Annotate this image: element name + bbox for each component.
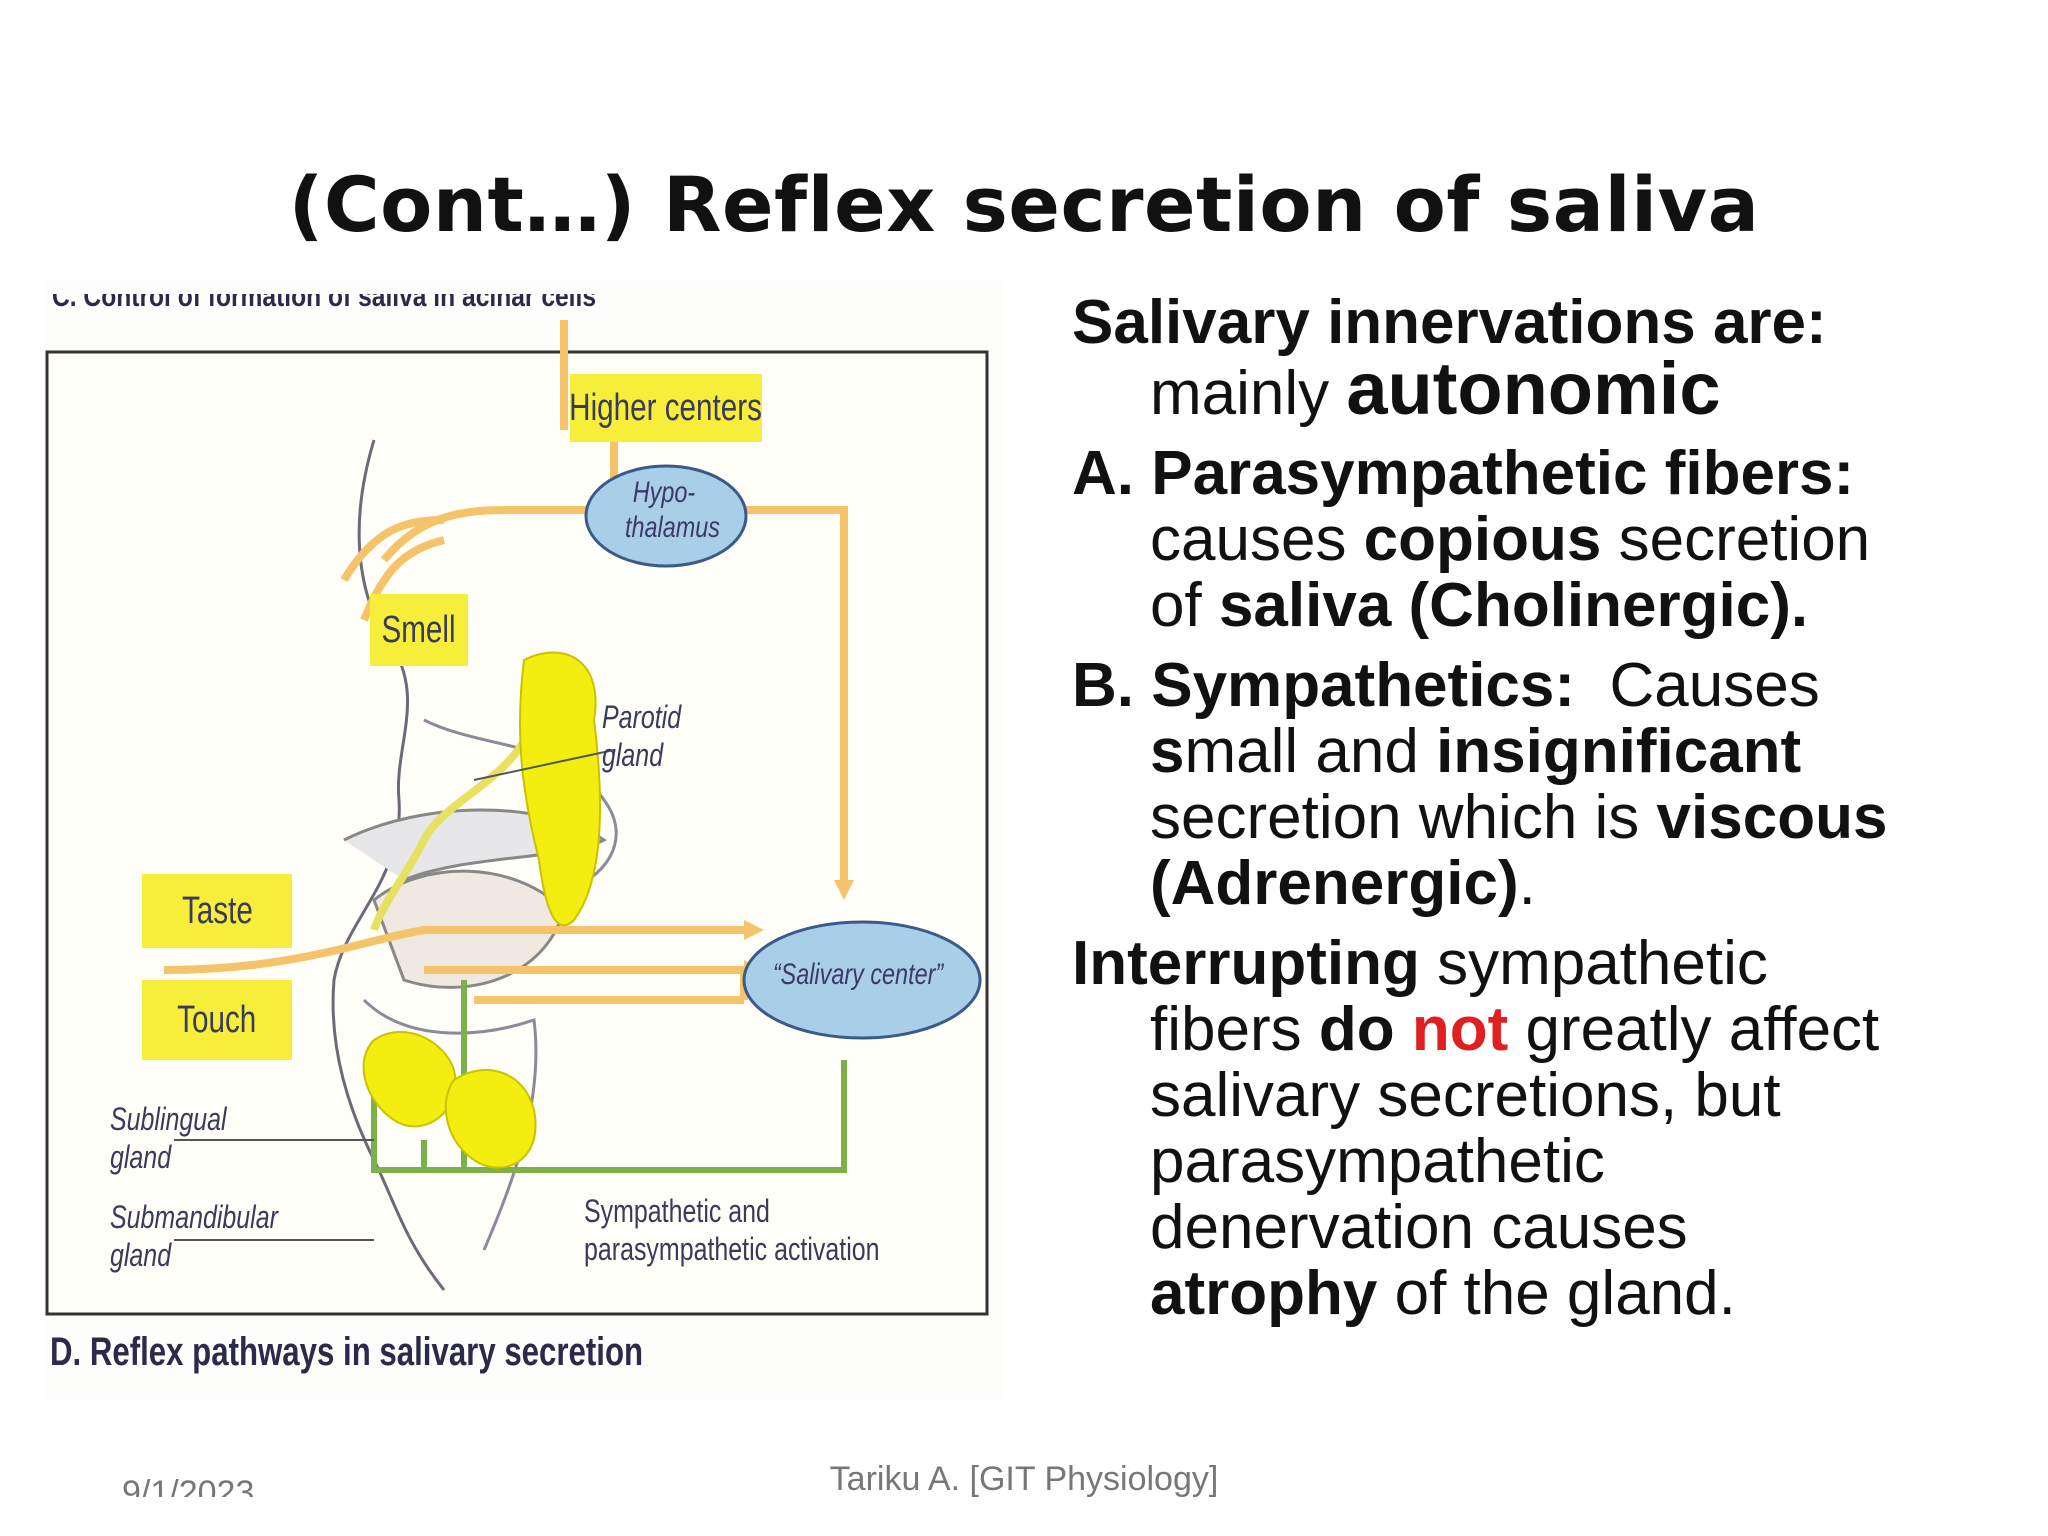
p3-head-tail: Causes — [1575, 651, 1820, 720]
hypothalamus-label-line1: Hypo- — [632, 476, 696, 509]
activation-label-line2: parasympathetic activation — [584, 1231, 880, 1268]
para-parasympathetic-head: A. Parasympathetic fibers: — [1072, 439, 1855, 508]
p3-l1-mid: mall and — [1184, 717, 1437, 786]
figure-drawing — [45, 320, 989, 1316]
p4-l5-post: of the gland. — [1377, 1259, 1736, 1328]
higher-centers-box: Higher centers — [570, 374, 762, 442]
leader-lines — [174, 749, 615, 1241]
touch-box: Touch — [142, 980, 292, 1060]
parotid-label-line1: Parotid — [602, 699, 682, 735]
para-parasympathetic: A. Parasympathetic fibers: causes copiou… — [1072, 441, 2012, 639]
p4-l5-bold: atrophy — [1150, 1259, 1378, 1328]
taste-box: Taste — [142, 874, 292, 948]
higher-centers-label: Higher centers — [569, 386, 763, 429]
p3-l1-bold: s — [1150, 717, 1185, 786]
p3-l3-post: . — [1518, 849, 1536, 918]
p1-pre: mainly — [1150, 359, 1347, 428]
p4-head-tail: sympathetic — [1419, 929, 1768, 998]
sublingual-label-line2: gland — [110, 1139, 172, 1176]
para-sympathetic: B. Sympathetics: Causes small and insign… — [1072, 653, 2012, 917]
para-innervations-head: Salivary innervations are: — [1072, 288, 1827, 357]
p4-line2: salivary secretions, but — [1150, 1061, 1781, 1130]
activation-label: Sympathetic and parasympathetic activati… — [584, 1192, 880, 1269]
para-sympathetic-head-line: B. Sympathetics: Causes — [1072, 653, 2012, 719]
footer-author: Tariku A. [GIT Physiology] — [829, 1460, 1219, 1498]
salivary-center-label: “Salivary center” — [764, 958, 951, 993]
sublingual-gland-shape — [362, 1030, 457, 1128]
p4-head-bold: Interrupting — [1072, 929, 1420, 998]
parotid-label: Parotid gland — [602, 698, 681, 775]
submandibular-label-line2: gland — [110, 1237, 172, 1274]
p4-l1-post: greatly affect — [1508, 995, 1880, 1064]
figure-top-caption: C. Control of formation of saliva in aci… — [52, 280, 597, 313]
p4-l1-pre: fibers — [1150, 995, 1319, 1064]
smell-box: Smell — [370, 594, 468, 666]
hypothalamus-label-line2: thalamus — [625, 510, 720, 544]
salivary-center-text: “Salivary center” — [772, 958, 944, 991]
p2-l1-bold: copious — [1363, 505, 1602, 574]
figure-caption: D. Reflex pathways in salivary secretion — [50, 1330, 644, 1374]
p4-l1-bold: do — [1318, 995, 1412, 1064]
jaw — [362, 998, 538, 1251]
p3-line1: small and insignificant — [1072, 719, 2012, 785]
p3-line3: (Adrenergic). — [1072, 851, 2012, 917]
p4-line1: fibers do not greatly affect — [1072, 997, 2012, 1063]
p4-l1-red: not — [1411, 995, 1509, 1064]
parotid-duct — [370, 718, 538, 932]
hypothalamus-label: Hypo- thalamus — [625, 476, 720, 545]
activation-label-line1: Sympathetic and — [584, 1193, 770, 1229]
p3-head: B. Sympathetics: — [1072, 651, 1576, 720]
p2-l1-pre: causes — [1150, 505, 1364, 574]
submandibular-label: Submandibular gland — [110, 1198, 278, 1275]
touch-label: Touch — [177, 998, 257, 1041]
para-innervations-line: mainly autonomic — [1072, 352, 2012, 428]
taste-label: Taste — [181, 889, 253, 932]
p3-l2-pre: secretion which is — [1150, 783, 1657, 852]
para-interrupting: Interrupting sympathetic fibers do not g… — [1072, 931, 2012, 1327]
submandibular-label-line1: Submandibular — [110, 1199, 278, 1235]
slide-title: (Cont…) Reflex secretion of saliva — [288, 160, 1760, 249]
innervation-text: Salivary innervations are: mainly autono… — [1072, 290, 2012, 1341]
salivary-center-oval — [742, 920, 982, 1040]
sublingual-label-line1: Sublingual — [110, 1101, 227, 1137]
p3-l3-bold: (Adrenergic) — [1150, 849, 1519, 918]
hypothalamus-oval — [584, 464, 748, 568]
p2-l2-pre: of — [1150, 571, 1219, 640]
p2-line1: causes copious secretion — [1072, 507, 2012, 573]
p2-line2: of saliva (Cholinergic). — [1072, 573, 2012, 639]
para-innervations: Salivary innervations are: mainly autono… — [1072, 290, 2012, 427]
p2-l2-bold: saliva (Cholinergic). — [1218, 571, 1809, 640]
p1-emph: autonomic — [1346, 347, 1721, 430]
p3-l2-bold: viscous — [1656, 783, 1888, 852]
p3-l1-bold2: insignificant — [1436, 717, 1802, 786]
reflex-pathway-figure: C. Control of formation of saliva in aci… — [44, 280, 1004, 1400]
parotid-gland — [518, 651, 601, 927]
p2-l1-post: secretion — [1601, 505, 1871, 574]
sublingual-label: Sublingual gland — [110, 1100, 227, 1177]
parotid-label-line2: gland — [602, 737, 664, 774]
submandibular-gland-shape — [444, 1069, 537, 1169]
p4-line3: parasympathetic — [1150, 1127, 1605, 1196]
p3-line2: secretion which is viscous — [1072, 785, 2012, 851]
p4-line5: atrophy of the gland. — [1072, 1261, 2012, 1327]
p4-head-line: Interrupting sympathetic — [1072, 931, 2012, 997]
p4-line4: denervation causes — [1150, 1193, 1688, 1262]
footer-date: 9/1/2023 — [122, 1474, 255, 1512]
smell-label: Smell — [381, 608, 457, 651]
